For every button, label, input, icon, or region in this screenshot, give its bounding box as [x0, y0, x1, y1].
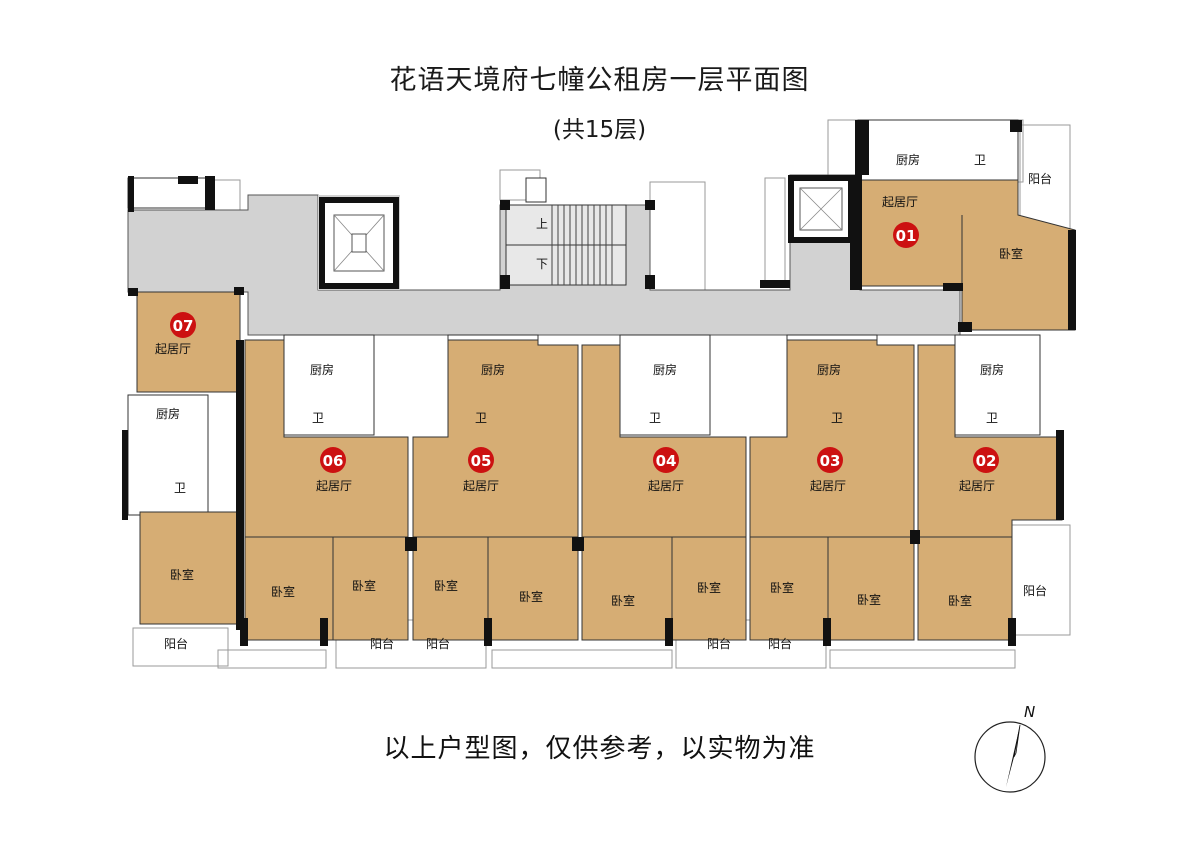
- unit-04: 04 起居厅 厨房 卫 卧室 卧室 阳台: [581, 344, 747, 651]
- bath-label-05: 卫: [475, 411, 487, 425]
- plan-subtitle: (共15层): [552, 117, 647, 143]
- living-label-05: 起居厅: [463, 479, 499, 493]
- kitchen-label-06: 厨房: [310, 362, 334, 377]
- bath-label-01: 卫: [974, 153, 986, 167]
- bedroom2-label-04: 卧室: [697, 580, 721, 595]
- unit-03: 03 起居厅 厨房 卫 卧室 卧室 阳台: [749, 339, 915, 651]
- unit-number-07: 07: [173, 317, 194, 335]
- balcony-label-04: 阳台: [707, 636, 731, 651]
- staircase: 上 下: [505, 177, 627, 286]
- bedroom1-label-06: 卧室: [271, 584, 295, 599]
- kitchen-label-05: 厨房: [481, 362, 505, 377]
- bedroom-label-01: 卧室: [999, 246, 1023, 261]
- unit-02: 02 起居厅 厨房 卫 卧室 阳台: [917, 344, 1063, 641]
- north-compass: N: [974, 703, 1046, 793]
- structural-walls: [122, 120, 1076, 646]
- unit-number-02: 02: [976, 452, 997, 470]
- balcony-label-02: 阳台: [1023, 583, 1047, 598]
- living-label-01: 起居厅: [882, 195, 918, 209]
- unit-badge-02: [973, 447, 999, 473]
- balcony-label-06: 阳台: [370, 636, 394, 651]
- balcony-label-07: 阳台: [164, 636, 188, 651]
- living-label-04: 起居厅: [648, 479, 684, 493]
- living-label-03: 起居厅: [810, 479, 846, 493]
- kitchen-label-07: 厨房: [156, 406, 180, 421]
- balcony-label-03: 阳台: [768, 636, 792, 651]
- unit-number-03: 03: [820, 452, 841, 470]
- unit-05: 05 起居厅 厨房 卫 卧室 卧室 阳台: [412, 339, 579, 651]
- bedroom-label-07: 卧室: [170, 567, 194, 582]
- bath-label-02: 卫: [986, 411, 998, 425]
- living-label-06: 起居厅: [316, 479, 352, 493]
- bath-label-04: 卫: [649, 411, 661, 425]
- bedroom1-label-04: 卧室: [611, 593, 635, 608]
- bedroom1-label-05: 卧室: [434, 578, 458, 593]
- unit-badge-04: [653, 447, 679, 473]
- bath-label-07: 卫: [174, 481, 186, 495]
- unit-number-06: 06: [323, 452, 344, 470]
- elevator-right: [788, 175, 854, 243]
- bedroom2-label-03: 卧室: [857, 592, 881, 607]
- kitchen-label-01: 厨房: [896, 152, 920, 167]
- elevator-left: [319, 197, 399, 289]
- unit-badge-07: [170, 312, 196, 338]
- balcony-label-01: 阳台: [1028, 171, 1052, 186]
- unit-number-04: 04: [656, 452, 677, 470]
- unit-badge-06: [320, 447, 346, 473]
- balcony-label-05: 阳台: [426, 636, 450, 651]
- compass-circle: [974, 721, 1046, 793]
- unit-number-05: 05: [471, 452, 492, 470]
- unit-badge-03: [817, 447, 843, 473]
- living-label-02: 起居厅: [959, 479, 995, 493]
- unit-badge-05: [468, 447, 494, 473]
- unit-number-01: 01: [896, 227, 917, 245]
- unit-06: 06 起居厅 厨房 卫 卧室 卧室 阳台: [244, 339, 409, 651]
- bedroom1-label-03: 卧室: [770, 580, 794, 595]
- unit-01: 01 起居厅 厨房 卫 卧室 阳台: [859, 152, 1076, 331]
- kitchen-label-04: 厨房: [653, 362, 677, 377]
- kitchen-label-02: 厨房: [980, 362, 1004, 377]
- bedroom-label-02: 卧室: [948, 593, 972, 608]
- stair-up-label: 上: [536, 217, 548, 231]
- living-label-07: 起居厅: [155, 342, 191, 356]
- compass-needle-icon: [1006, 725, 1020, 787]
- unit-badge-01: [893, 222, 919, 248]
- disclaimer-text: 以上户型图，仅供参考，以实物为准: [383, 734, 816, 764]
- stair-down-label: 下: [536, 257, 548, 271]
- bedroom2-label-05: 卧室: [519, 589, 543, 604]
- unit-07: 07 起居厅 厨房 卫 卧室 阳台: [136, 291, 241, 651]
- bath-label-06: 卫: [312, 411, 324, 425]
- plan-title: 花语天境府七幢公租房一层平面图: [389, 65, 810, 96]
- compass-label: N: [1024, 703, 1035, 721]
- kitchen-label-03: 厨房: [817, 362, 841, 377]
- bath-label-03: 卫: [831, 411, 843, 425]
- bedroom2-label-06: 卧室: [352, 578, 376, 593]
